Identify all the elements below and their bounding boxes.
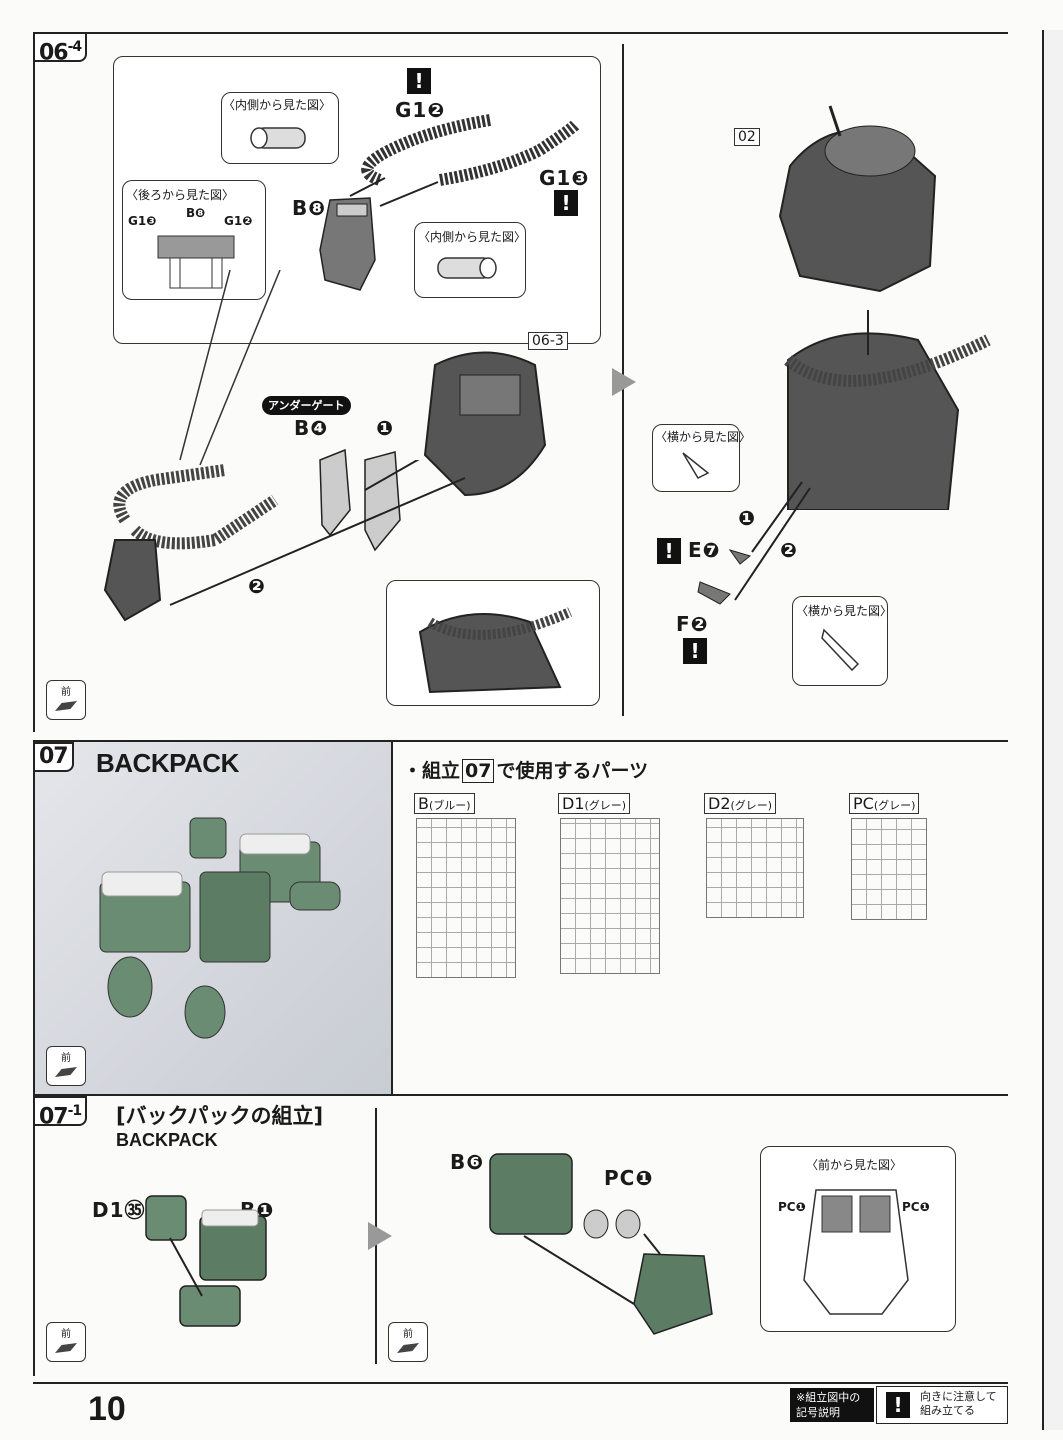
runner-b-diagram bbox=[416, 818, 516, 978]
side-view-label-2: 〈横から見た図〉 bbox=[796, 604, 893, 618]
step-07-title: BACKPACK bbox=[96, 748, 239, 778]
torso-illustration-left bbox=[423, 351, 547, 497]
side-view-callout-1 bbox=[652, 424, 740, 492]
part-label-f2: F❷ bbox=[676, 612, 709, 636]
flow-arrow-icon-06-4 bbox=[612, 368, 636, 396]
front-arrow-icon bbox=[55, 1067, 77, 1077]
back-view-b8: B❽ bbox=[186, 206, 206, 220]
runner-label-pc: PC(グレー) bbox=[849, 793, 920, 814]
step-07-1-subtitle: BACKPACK bbox=[116, 1130, 218, 1150]
front-view-pc1-right: PC❶ bbox=[902, 1200, 930, 1214]
inside-view-label-2: 〈内側から見た図〉 bbox=[418, 230, 527, 244]
front-orientation-icon-07: 前 bbox=[46, 1046, 86, 1086]
tube-end-illustration-1 bbox=[250, 127, 306, 149]
step-num-2-left: ❷ bbox=[248, 574, 266, 598]
b8-part-illustration bbox=[319, 197, 376, 291]
backpack-assembly-2-illustration bbox=[489, 1153, 713, 1335]
symbol-legend-title: ※組立図中の記号説明 bbox=[790, 1388, 874, 1422]
flow-arrow-icon-07-1 bbox=[368, 1222, 392, 1250]
f2-side-illustration bbox=[821, 628, 860, 672]
warn-icon-g1-3: ! bbox=[554, 190, 578, 216]
front-arrow-icon bbox=[55, 701, 77, 711]
front-arrow-icon bbox=[55, 1343, 77, 1353]
part-label-e7: E❼ bbox=[688, 538, 721, 562]
front-orientation-icon-06-4: 前 bbox=[46, 680, 86, 720]
inside-view-label-1: 〈内側から見た図〉 bbox=[223, 98, 332, 112]
tube-end-illustration-2 bbox=[437, 257, 497, 279]
part-label-d1-35: D1㉟ bbox=[92, 1198, 146, 1222]
backpack-assembly-1-illustration bbox=[145, 1195, 267, 1327]
runner-pc-diagram bbox=[851, 818, 927, 920]
ref-02: 02 bbox=[734, 128, 760, 146]
part-label-pc1: PC❶ bbox=[604, 1166, 654, 1190]
step-06-4-tag: 06-4 bbox=[33, 32, 88, 65]
e7-side-illustration bbox=[682, 452, 710, 479]
front-orientation-icon-07-1-right: 前 bbox=[388, 1322, 428, 1362]
page-number: 10 bbox=[88, 1390, 126, 1428]
front-orientation-icon-07-1-left: 前 bbox=[46, 1322, 86, 1362]
b4-armor-illustration bbox=[319, 448, 401, 552]
warn-icon-f2: ! bbox=[683, 638, 707, 664]
side-view-callout-2 bbox=[792, 596, 888, 686]
step-07-divider bbox=[391, 742, 393, 1094]
back-view-g1-3: G1❸ bbox=[128, 214, 157, 228]
e7-f2-parts-illustration bbox=[697, 481, 811, 605]
back-view-illustration bbox=[157, 235, 235, 289]
step-num-2-right: ❷ bbox=[780, 538, 798, 562]
runner-label-b: B(ブルー) bbox=[414, 793, 475, 814]
back-view-g1-2: G1❷ bbox=[224, 214, 253, 228]
ref-06-3: 06-3 bbox=[528, 332, 568, 350]
back-view-label: 〈後ろから見た図〉 bbox=[126, 188, 235, 202]
front-view-label: 〈前から見た図〉 bbox=[806, 1158, 903, 1172]
front-view-pc1-left: PC❶ bbox=[778, 1200, 806, 1214]
footer-rule bbox=[33, 1382, 1008, 1384]
side-view-label-1: 〈横から見た図〉 bbox=[655, 430, 752, 444]
backpack-pipe-illustration-left bbox=[103, 460, 466, 622]
runner-label-d2: D2(グレー) bbox=[704, 793, 777, 814]
cable-tube-illustration-top bbox=[349, 114, 580, 207]
runner-d2-diagram bbox=[706, 818, 804, 918]
part-label-b8: B❽ bbox=[292, 196, 327, 220]
legend-warn-icon: ! bbox=[886, 1392, 910, 1418]
step-num-1-left: ❶ bbox=[376, 416, 394, 440]
step-07-tag: 07 bbox=[33, 742, 74, 772]
next-page-edge bbox=[1042, 30, 1063, 1430]
step-07-1-tag: 07-1 bbox=[33, 1096, 88, 1129]
head-torso-illustration bbox=[778, 105, 937, 293]
runner-d1-diagram bbox=[560, 818, 660, 974]
warn-icon-e7: ! bbox=[657, 538, 681, 564]
part-label-b4: B❹ bbox=[294, 416, 329, 440]
step-07-1-title: [バックパックの組立] bbox=[116, 1104, 324, 1128]
step-07-1-border bbox=[33, 1094, 1008, 1096]
symbol-legend-desc: 向きに注意して組み立てる bbox=[920, 1390, 997, 1417]
body-illustration-right bbox=[784, 310, 991, 510]
under-gate-label: アンダーゲート bbox=[262, 396, 351, 415]
callout-connector-lines bbox=[179, 270, 281, 466]
step-07-1-left-border bbox=[33, 740, 35, 1376]
front-view-illustration bbox=[803, 1189, 909, 1315]
warn-icon-g1-2: ! bbox=[407, 68, 431, 94]
step-07-panel-border bbox=[33, 740, 1008, 742]
step-num-1-right: ❶ bbox=[738, 506, 756, 530]
backpack-photo-illustration bbox=[99, 817, 341, 1039]
torso-detail-illustration bbox=[418, 607, 573, 694]
part-label-b6: B❻ bbox=[450, 1150, 485, 1174]
part-label-g1-3: G1❸ bbox=[539, 166, 590, 190]
runner-label-d1: D1(グレー) bbox=[558, 793, 631, 814]
part-label-g1-2: G1❷ bbox=[395, 98, 446, 122]
front-arrow-icon bbox=[397, 1343, 419, 1353]
